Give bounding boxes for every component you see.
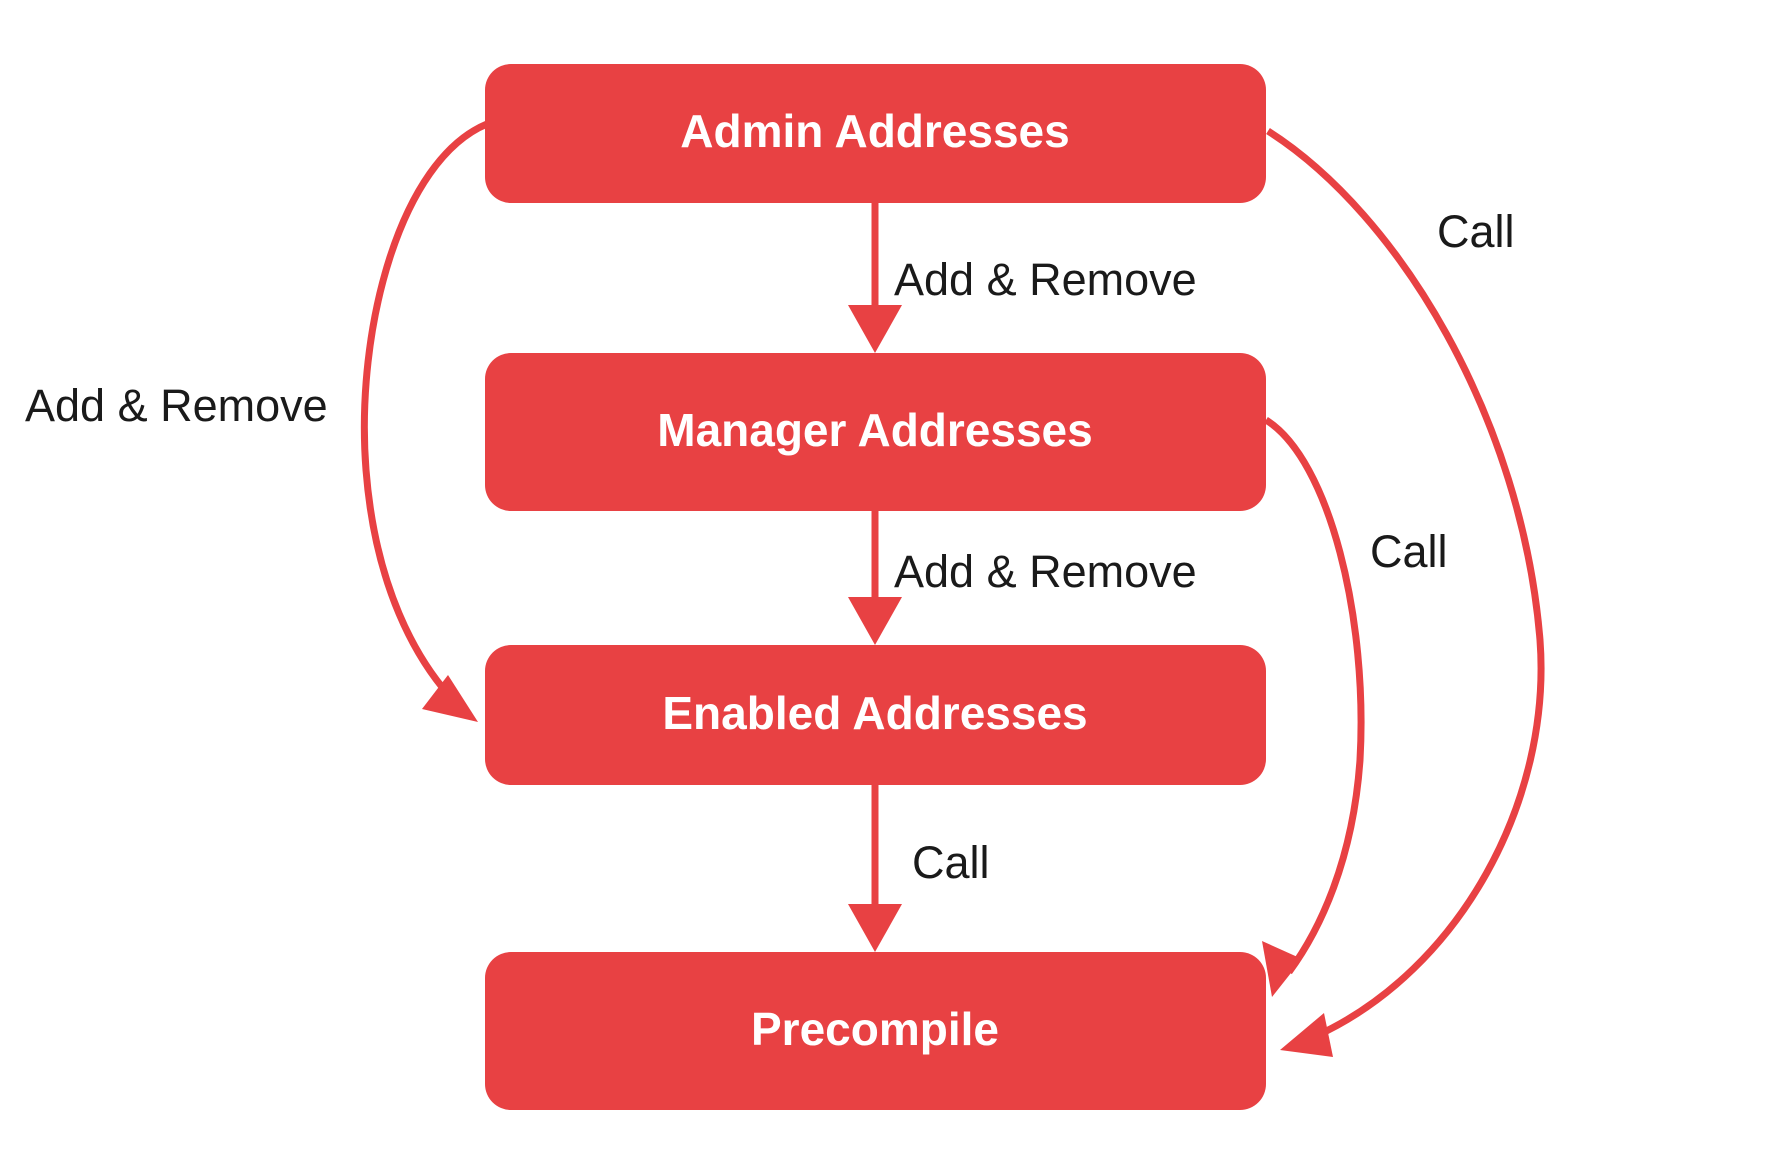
edge-enabled-to-precompile [848,785,902,952]
edge-admin-to-precompile-curve [1266,128,1545,1040]
node-precompile-box[interactable] [485,952,1266,1110]
edge-label-enabled-to-precompile: Call [912,837,990,888]
edge-admin-to-precompile [1266,128,1545,1057]
edge-manager-to-precompile [1262,417,1365,997]
edge-label-admin-to-precompile: Call [1437,206,1515,257]
edge-admin-to-manager [848,203,902,353]
edge-admin-to-enabled-curve [360,120,489,706]
edge-manager-to-enabled-arrowhead [848,597,902,645]
node-admin-addresses-box[interactable] [485,64,1266,203]
node-manager-addresses[interactable]: Manager Addresses [485,353,1266,511]
edge-admin-to-enabled-arrowhead [422,675,478,722]
edge-manager-to-enabled [848,511,902,645]
edge-admin-to-precompile-arrowhead [1280,1013,1333,1057]
edge-manager-to-precompile-arrowhead [1262,941,1302,997]
node-enabled-addresses-label: Enabled Addresses [662,687,1087,739]
node-precompile-label: Precompile [751,1003,999,1055]
edge-admin-to-enabled [360,120,489,722]
edge-manager-to-precompile-curve [1264,417,1365,975]
edge-admin-to-manager-arrowhead [848,305,902,353]
edge-label-manager-to-precompile: Call [1370,526,1448,577]
edge-enabled-to-precompile-arrowhead [848,904,902,952]
node-admin-addresses-label: Admin Addresses [680,105,1069,157]
edge-label-admin-to-manager: Add & Remove [894,254,1197,305]
node-enabled-addresses[interactable]: Enabled Addresses [485,645,1266,785]
node-enabled-addresses-box[interactable] [485,645,1266,785]
node-admin-addresses[interactable]: Admin Addresses [485,64,1266,203]
node-precompile[interactable]: Precompile [485,952,1266,1110]
edge-label-admin-to-enabled: Add & Remove [25,380,328,431]
node-manager-addresses-box[interactable] [485,353,1266,511]
edge-label-manager-to-enabled: Add & Remove [894,546,1197,597]
node-manager-addresses-label: Manager Addresses [657,404,1092,456]
